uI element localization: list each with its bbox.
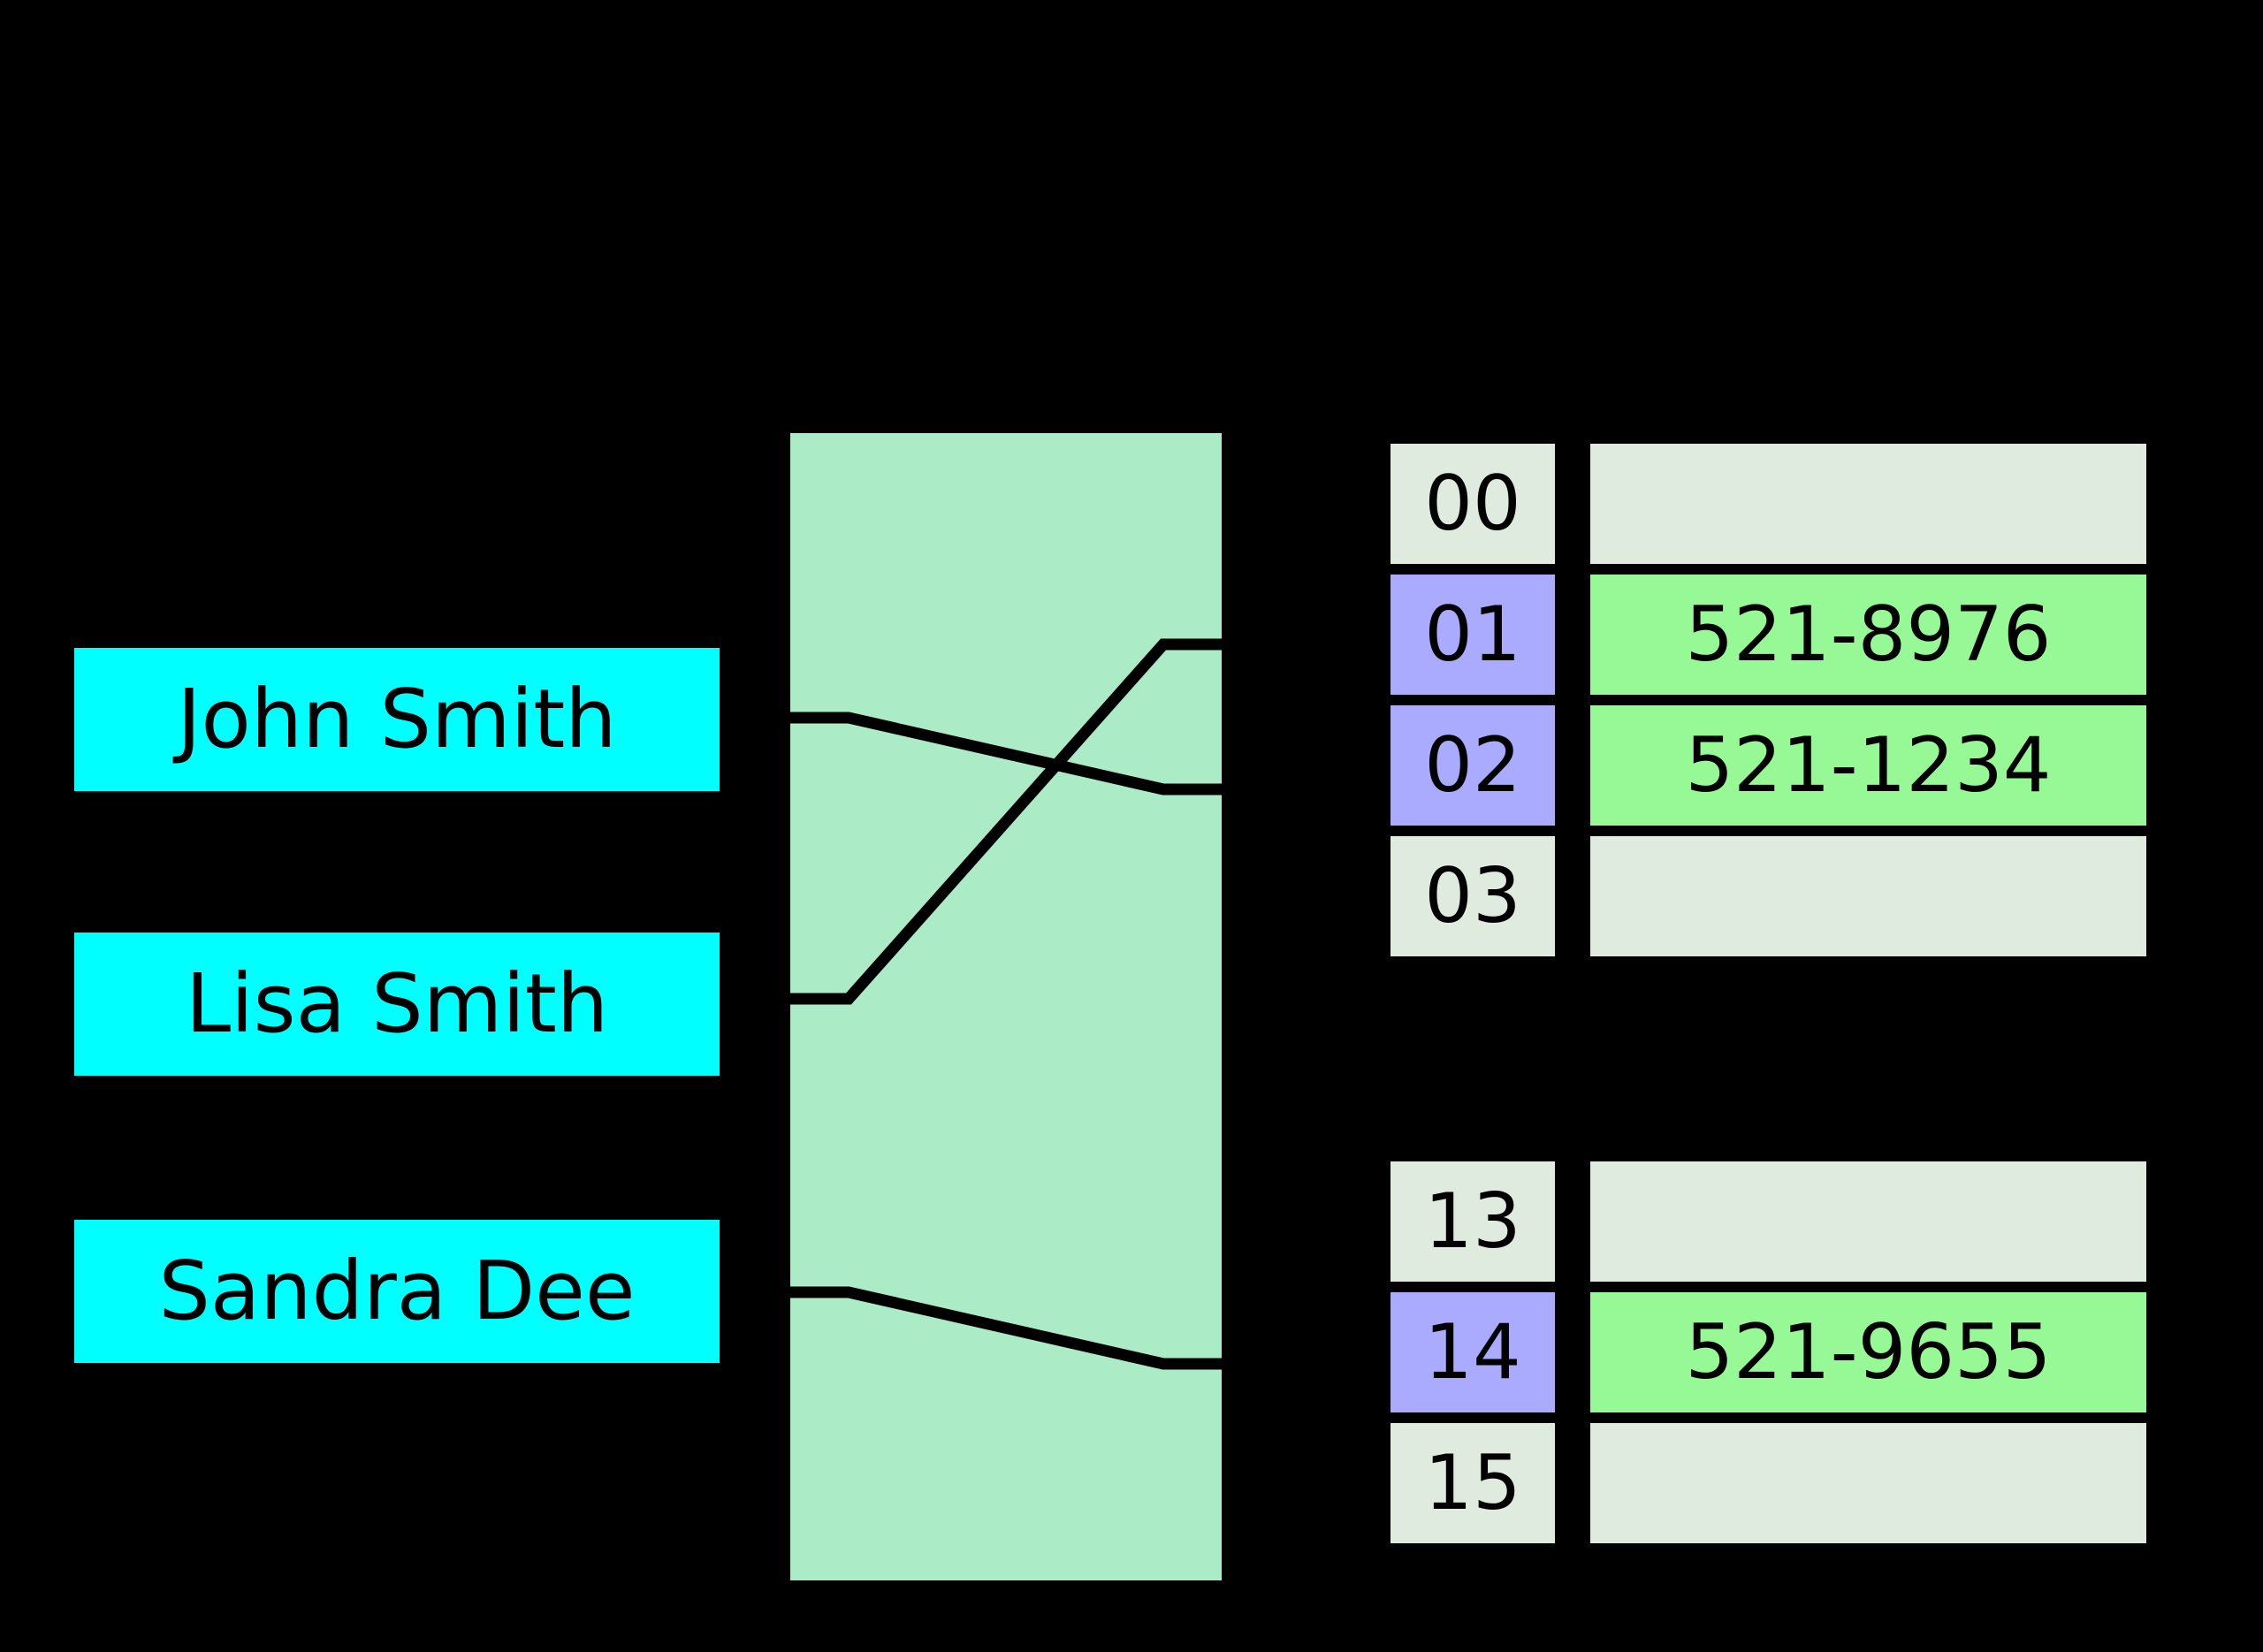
key-label: John Smith [177, 672, 617, 766]
bucket-value-cell [1585, 831, 2152, 962]
key-box-lisa-smith: Lisa Smith [74, 933, 720, 1076]
bucket-row: 13 [1385, 1156, 2152, 1287]
hash-function-box [790, 433, 1222, 1580]
bucket-index-cell: 03 [1385, 831, 1560, 962]
bucket-index-cell: 13 [1385, 1156, 1560, 1287]
bucket-value-cell: 521-9655 [1585, 1287, 2152, 1418]
bucket-index-cell: 15 [1385, 1418, 1560, 1549]
bucket-row: 03 [1385, 831, 2152, 962]
bucket-value-cell [1585, 438, 2152, 569]
key-label: Lisa Smith [185, 956, 609, 1051]
bucket-index-cell: 14 [1385, 1287, 1560, 1418]
bucket-index-cell: 02 [1385, 700, 1560, 831]
bucket-row: 15 [1385, 1418, 2152, 1549]
bucket-index-cell: 00 [1385, 438, 1560, 569]
bucket-value-cell [1585, 1156, 2152, 1287]
key-box-sandra-dee: Sandra Dee [74, 1220, 720, 1363]
key-label: Sandra Dee [158, 1244, 636, 1338]
bucket-index-cell: 01 [1385, 569, 1560, 700]
bucket-row: 00 [1385, 438, 2152, 569]
bucket-value-cell [1585, 1418, 2152, 1549]
bucket-value-cell: 521-8976 [1585, 569, 2152, 700]
bucket-value-cell: 521-1234 [1585, 700, 2152, 831]
key-box-john-smith: John Smith [74, 648, 720, 791]
